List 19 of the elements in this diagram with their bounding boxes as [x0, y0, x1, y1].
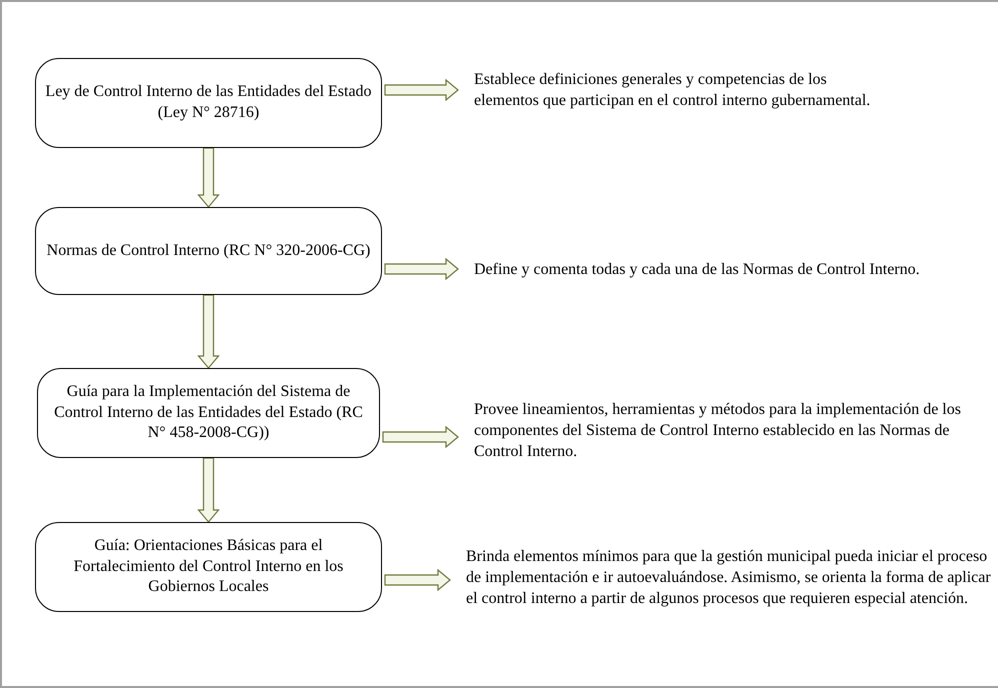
description-text: Provee lineamientos, herramientas y métodos para la implementación de los componentes del Sistema de Control Interno establecido en las Normas de Control Interno. [474, 400, 964, 462]
block-arrow [382, 426, 459, 448]
description-text: Define y comenta todas y cada una de las Normas de Control Interno. [474, 260, 954, 281]
block-arrow [197, 294, 220, 369]
block-arrow [384, 568, 451, 592]
box-text: Guía: Orientaciones Básicas para el Fortalecimiento del Control Interno en los Gobiernos Locales [72, 536, 344, 598]
box-text: Normas de Control Interno (RC N° 320-2006-CG) [46, 240, 370, 261]
box-text: Guía para la Implementación del Sistema de Control Interno de las Entidades del Estado (RC N° 458-2008-CG)) [53, 382, 364, 444]
process-box [37, 368, 380, 458]
block-arrow [197, 457, 220, 523]
description-text: Establece definiciones generales y competencias de los elementos que participan en el control interno gubernamental. [474, 70, 884, 112]
box-text: Ley de Control Interno de las Entidades del Estado (Ley N° 28716) [44, 82, 373, 123]
block-arrow [384, 258, 459, 280]
block-arrow [197, 147, 220, 208]
process-box [35, 522, 382, 612]
block-arrow [384, 78, 459, 102]
process-box [35, 207, 382, 295]
description-text: Brinda elementos mínimos para que la gestión municipal pueda iniciar el proceso de implementación e ir autoevaluándose. Asimismo, se orienta la forma de aplicar el control interno a partir de algunos procesos que requieren especial atención. [466, 547, 996, 610]
process-box [35, 58, 382, 148]
